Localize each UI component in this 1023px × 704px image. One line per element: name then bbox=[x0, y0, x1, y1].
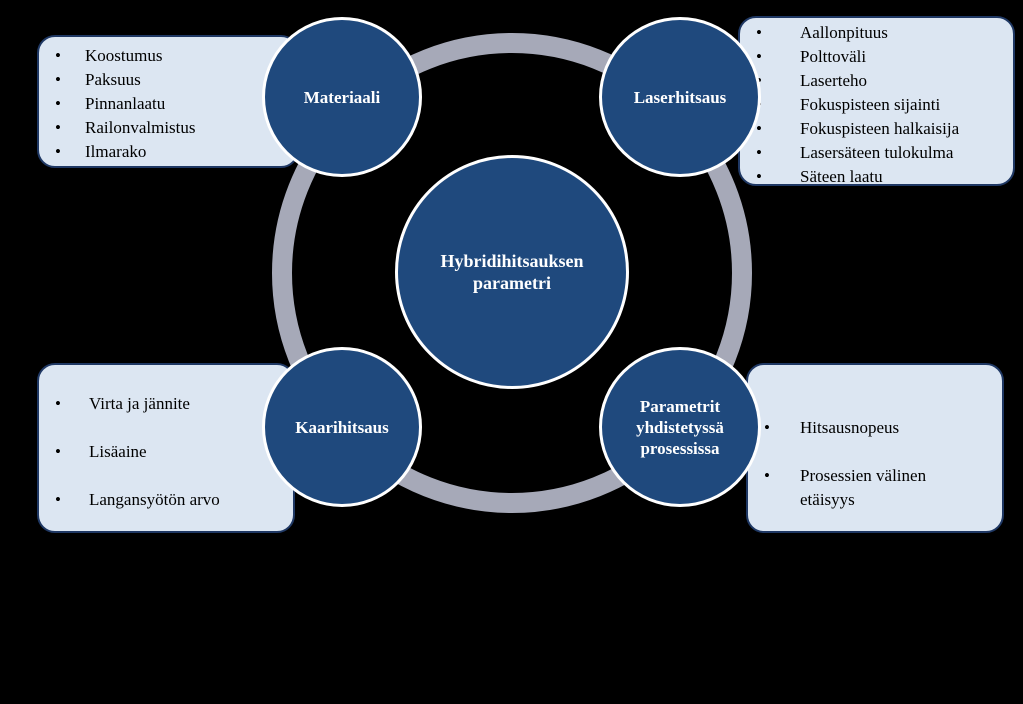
list-item: Pulssitus bbox=[39, 536, 293, 560]
list-item: Pinnanlaatu bbox=[39, 92, 297, 116]
diagram: Koostumus Paksuus Pinnanlaatu Railonvalm… bbox=[0, 0, 1023, 597]
list-item: Koostumus bbox=[39, 44, 297, 68]
list-item: Suojakaasun virtaus bbox=[748, 584, 1002, 608]
kaarihitsaus-node-label: Kaarihitsaus bbox=[295, 417, 389, 437]
list-item: Ilmarako bbox=[39, 140, 297, 164]
center-node-label: Hybridihitsauksen parametri bbox=[440, 251, 584, 293]
list-item: Suojakaasu bbox=[748, 536, 1002, 560]
list-item: Polttimen kulma bbox=[39, 584, 293, 608]
list-item: Laserteho bbox=[740, 69, 1013, 93]
list-item: Polttimen kuljetussuunta bbox=[39, 632, 293, 680]
laserhitsaus-list-box: Aallonpituus Polttoväli Laserteho Fokusp… bbox=[738, 16, 1015, 189]
connecting-ring bbox=[272, 33, 752, 513]
list-item: Säteen laatu bbox=[740, 165, 1013, 189]
list-item: Lasersäteen tulokulma bbox=[740, 141, 1013, 165]
laserhitsaus-node-label: Laserhitsaus bbox=[633, 87, 727, 107]
yhdistetty-list-box: Hitsausnopeus Prosessien välinen etäisyy… bbox=[746, 363, 1004, 608]
list-item: Virta ja jännite bbox=[39, 392, 293, 416]
yhdistetty-list: Hitsausnopeus Prosessien välinen etäisyy… bbox=[748, 392, 1002, 632]
yhdistetty-node-label: Parametrit yhdistetyssä prosessissa bbox=[636, 396, 724, 458]
list-item: Polttoväli bbox=[740, 45, 1013, 69]
list-item: Langansyötön arvo bbox=[39, 488, 293, 512]
list-item: Prosessien välinen etäisyys bbox=[748, 464, 1002, 512]
materiaali-node-label: Materiaali bbox=[303, 87, 381, 107]
list-item: Hitsausnopeus bbox=[748, 416, 1002, 440]
kaarihitsaus-node: Kaarihitsaus bbox=[262, 347, 422, 507]
materiaali-node: Materiaali bbox=[262, 17, 422, 177]
list-item: Fokuspisteen sijainti bbox=[740, 93, 1013, 117]
list-item: Paksuus bbox=[39, 68, 297, 92]
list-item: Aallonpituus bbox=[740, 21, 1013, 45]
list-item: Railonvalmistus bbox=[39, 116, 297, 140]
kaarihitsaus-list-box: Virta ja jännite Lisäaine Langansyötön a… bbox=[37, 363, 295, 677]
materiaali-list-box: Koostumus Paksuus Pinnanlaatu Railonvalm… bbox=[37, 35, 299, 168]
center-node: Hybridihitsauksen parametri bbox=[395, 155, 629, 389]
kaarihitsaus-list: Virta ja jännite Lisäaine Langansyötön a… bbox=[39, 368, 293, 704]
materiaali-list: Koostumus Paksuus Pinnanlaatu Railonvalm… bbox=[39, 44, 297, 164]
list-item: Lisäaine bbox=[39, 440, 293, 464]
laserhitsaus-node: Laserhitsaus bbox=[599, 17, 761, 177]
yhdistetty-node: Parametrit yhdistetyssä prosessissa bbox=[599, 347, 761, 507]
list-item: Fokuspisteen halkaisija bbox=[740, 117, 1013, 141]
laserhitsaus-list: Aallonpituus Polttoväli Laserteho Fokusp… bbox=[740, 21, 1013, 189]
